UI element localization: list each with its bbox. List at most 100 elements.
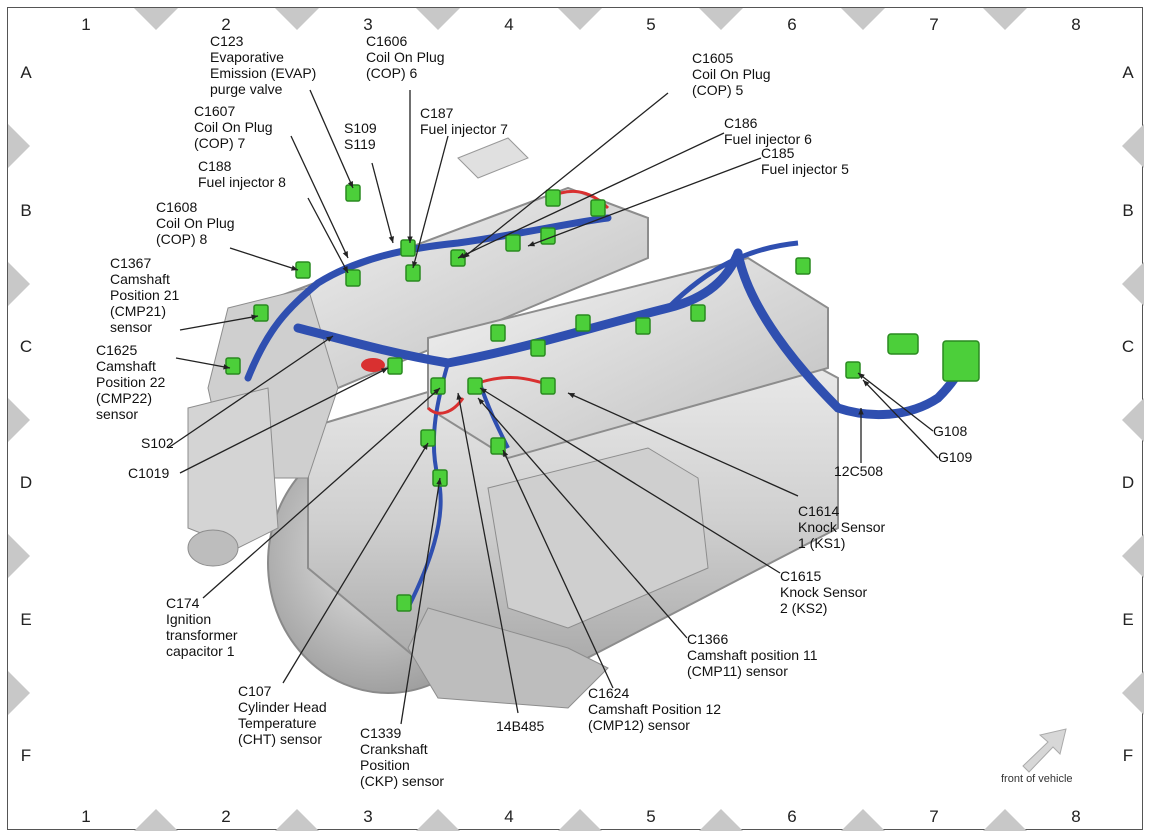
leader-arrowhead [456,393,462,400]
grid-marker-bottom [699,809,743,831]
callout-line: (CMP21) [110,303,166,319]
grid-row-label-E-left: E [20,610,31,629]
callout-line: S109 [344,120,377,136]
connector-block [490,324,506,342]
leader-c185 [527,157,762,247]
callout-line: C1625 [96,342,137,358]
grid-col-label-6-bottom: 6 [787,807,796,826]
grid-marker-bottom [983,809,1027,831]
callout-line: Fuel injector 5 [761,161,849,177]
front-arrow-icon [1022,728,1067,773]
callout-line: C1607 [194,103,235,119]
red-connector [361,358,385,372]
leader-c1366 [477,397,688,639]
callout-line: Coil On Plug [156,215,235,231]
callout-line: C107 [238,683,272,699]
callout-line: capacitor 1 [166,643,235,659]
callout-line: (COP) 5 [692,82,744,98]
leader-arrowhead [412,261,418,268]
callout-line: Cylinder Head [238,699,327,715]
callout-line: Camshaft Position 12 [588,701,721,717]
leader-arrowhead [436,478,442,485]
callout-line: Knock Sensor [798,519,885,535]
grid-row-label-D-left: D [20,473,32,492]
wire-red-lower [426,397,465,415]
callout-line: sensor [96,406,138,422]
callout-line: G108 [933,423,967,439]
grid-marker-bottom [134,809,178,831]
exhaust-manifold-right [487,447,709,629]
leader-arrowhead [342,266,348,273]
connector-block [845,361,861,379]
grid-marker-top [134,8,178,30]
callout-line: Evaporative [210,49,284,65]
leader-c1607 [290,135,349,259]
leader-arrowhead [528,241,535,247]
callout-line: C1019 [128,465,169,481]
front-of-vehicle-indicator: front of vehicle [1001,728,1073,785]
grid-marker-left [8,398,30,442]
grid-row-label-A-left: A [20,63,32,82]
grid-row-label-C-right: C [1122,337,1134,356]
leader-arrowhead [347,181,353,188]
callout-line: Camshaft position 11 [687,647,818,663]
leader-c123 [309,89,354,189]
callout-line: Fuel injector 6 [724,131,812,147]
callout-line: Coil On Plug [194,119,273,135]
leader-s102 [167,335,334,449]
leader-arrowhead [503,450,509,457]
leader-arrowhead [478,398,485,405]
grid-marker-right [1122,262,1144,306]
callout-line: Position [360,757,410,773]
callout-line: (CMP12) sensor [588,717,690,733]
leader-arrowhead [858,408,864,415]
leader-arrowhead [463,251,470,258]
callout-line: C1367 [110,255,151,271]
connector-block [490,437,506,455]
leader-arrowhead [223,364,230,370]
grid-marker-bottom [841,809,885,831]
callout-line: (CMP11) sensor [687,663,788,679]
connector-block [345,269,361,287]
leader-arrowhead [251,314,258,320]
callout-line: Position 22 [96,374,165,390]
leader-c1615 [479,387,781,574]
grid-col-label-8-top: 8 [1071,15,1080,34]
connector-block [345,184,361,202]
grid-col-label-2-top: 2 [221,15,230,34]
connector-block [530,339,546,357]
callout-line: Position 21 [110,287,179,303]
connector-block [505,234,521,252]
leader-lines [167,89,939,725]
leader-c14b485 [457,392,519,714]
callout-line: S119 [344,136,376,152]
callout-line: purge valve [210,81,283,97]
leader-s109 [371,162,394,244]
leader-arrowhead [422,443,428,450]
grid-row-label-F-left: F [21,746,31,765]
callout-line: C1605 [692,50,733,66]
callout-line: Coil On Plug [692,66,771,82]
leader-c1614 [567,392,799,497]
grid-marker-left [8,124,30,168]
connector-block [467,377,483,395]
callout-s102: S102 [141,435,174,451]
leader-c1624 [502,449,614,689]
callout-line: Knock Sensor [780,584,867,600]
